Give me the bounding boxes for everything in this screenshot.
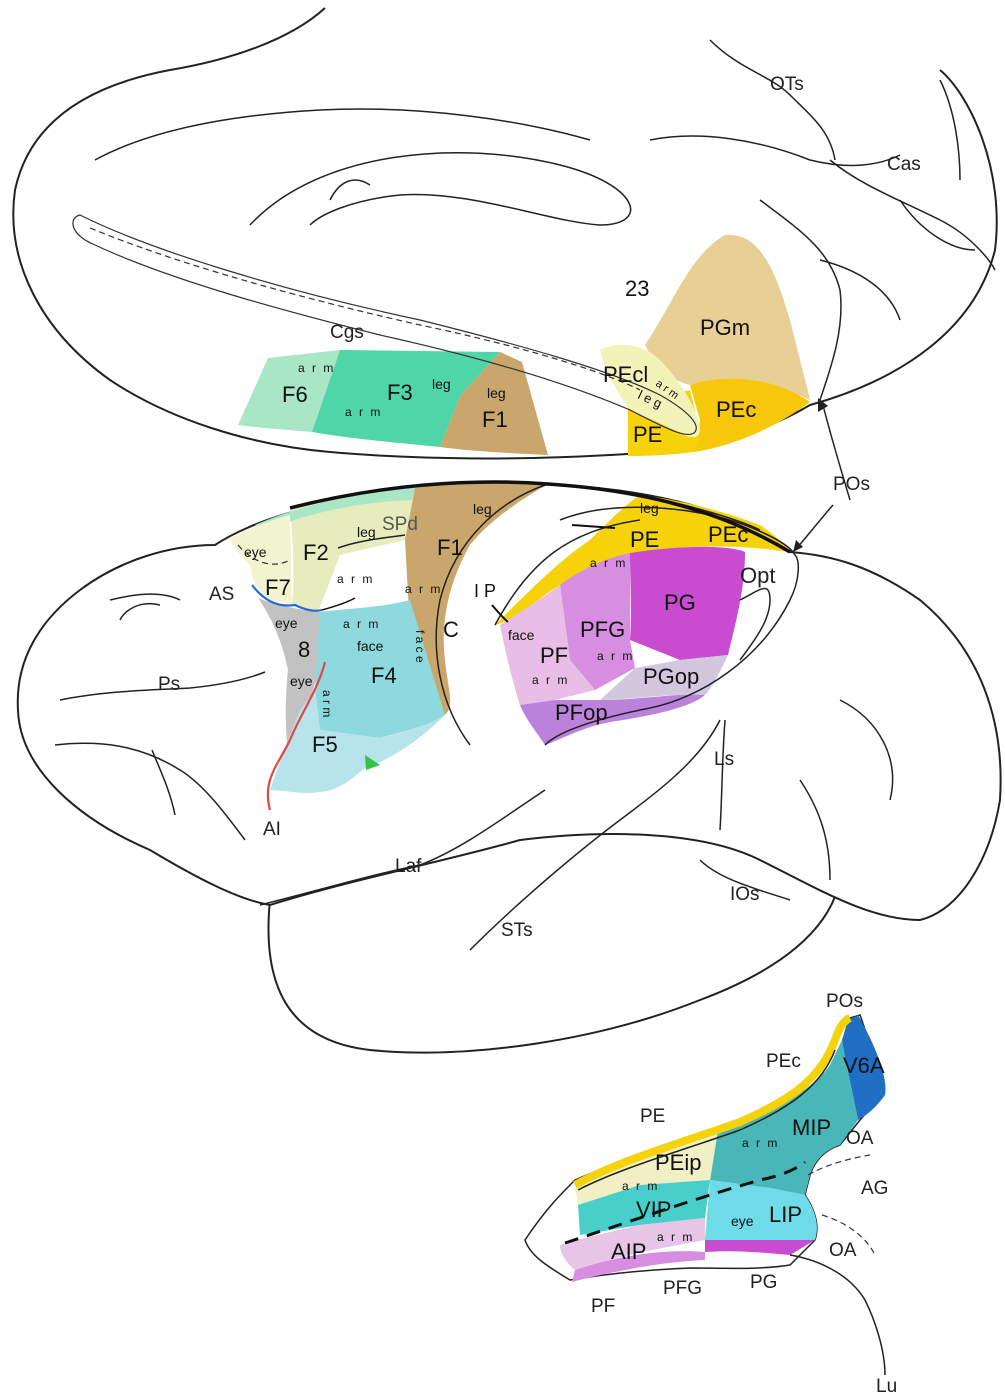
lateral-label-eye-top: eye bbox=[244, 544, 267, 560]
lateral-label-F2: F2 bbox=[303, 540, 329, 565]
medial-label-PEc: PEc bbox=[716, 397, 756, 422]
sulcus-label-AI: AI bbox=[263, 819, 281, 840]
lateral-label-PFop: PFop bbox=[555, 700, 608, 725]
medial-label-leg-F3: leg bbox=[432, 376, 451, 392]
lateral-label-F5: F5 bbox=[312, 732, 338, 757]
medial-label-F3: F3 bbox=[387, 380, 413, 405]
sulcus-label-Cas: Cas bbox=[887, 154, 921, 175]
inset-outer-OA1: OA bbox=[846, 1128, 874, 1149]
lateral-label-SPd: SPd bbox=[382, 514, 418, 535]
lateral-label-leg-F1: leg bbox=[473, 501, 492, 517]
lateral-label-arm-F4: a r m bbox=[343, 617, 380, 631]
inset-outer-Lu: Lu bbox=[876, 1376, 897, 1397]
inset-outer-PE: PE bbox=[640, 1106, 665, 1127]
medial-view: F6 F3 F1 a r m a r m leg leg 23 PGm PEcl… bbox=[13, 8, 996, 458]
sulcus-label-Cgs: Cgs bbox=[330, 322, 364, 343]
inset-label-AIP-arm: a r m bbox=[657, 1230, 694, 1244]
lateral-label-leg-F2: leg bbox=[357, 524, 376, 540]
inset-label-LIP: LIP bbox=[769, 1202, 802, 1227]
lateral-label-arm-F1: a r m bbox=[405, 582, 442, 596]
sulcus-label-Laf: Laf bbox=[395, 856, 422, 877]
sulcus-label-AS: AS bbox=[209, 584, 234, 605]
inset-outer-PG: PG bbox=[750, 1272, 777, 1293]
inset-outer-POs: POs bbox=[826, 991, 863, 1012]
lateral-label-F7: F7 bbox=[265, 575, 291, 600]
inset-outer-PFG: PFG bbox=[663, 1278, 702, 1299]
lateral-label-PG: PG bbox=[664, 590, 696, 615]
lateral-label-C: C bbox=[443, 617, 459, 642]
inset-outer-AG: AG bbox=[861, 1178, 888, 1199]
inset-label-PEip: PEip bbox=[655, 1150, 701, 1175]
medial-label-F6: F6 bbox=[282, 382, 308, 407]
lateral-label-PFG: PFG bbox=[580, 617, 625, 642]
lateral-label-eye-8a: eye bbox=[275, 615, 298, 631]
lateral-label-area-8: 8 bbox=[298, 637, 310, 662]
medial-label-PEcl: PEcl bbox=[603, 362, 648, 387]
lateral-view: eye F2 F7 leg SPd F1 leg a r m a r m eye… bbox=[18, 398, 1001, 1053]
lateral-label-PFG-arm: a r m bbox=[597, 649, 634, 663]
ips-inset: V6A MIP a r m PEip a r m VIP LIP eye AIP… bbox=[525, 991, 897, 1397]
lateral-label-face-vertical: f a c e bbox=[413, 630, 427, 663]
sulcus-label-Ls: Ls bbox=[714, 749, 734, 770]
lateral-label-PGop: PGop bbox=[643, 664, 699, 689]
lateral-label-Opt: Opt bbox=[740, 563, 775, 588]
medial-label-F1: F1 bbox=[482, 407, 508, 432]
lateral-label-eye-8b: eye bbox=[290, 673, 313, 689]
inset-lunate-line bbox=[790, 1255, 885, 1375]
medial-label-leg-F1: leg bbox=[487, 385, 506, 401]
lateral-label-PF: PF bbox=[540, 643, 568, 668]
sulcus-label-STs: STs bbox=[501, 920, 533, 941]
inset-label-MIP: MIP bbox=[792, 1115, 831, 1140]
medial-label-area-23: 23 bbox=[625, 276, 649, 301]
lateral-label-PF-arm: a r m bbox=[532, 673, 569, 687]
medial-label-arm-F3: a r m bbox=[345, 405, 382, 419]
medial-label-PE: PE bbox=[633, 422, 662, 447]
lateral-label-PE: PE bbox=[630, 527, 659, 552]
lateral-label-PEc: PEc bbox=[708, 522, 748, 547]
lateral-label-PF-face: face bbox=[508, 627, 535, 643]
sulcus-label-OTs: OTs bbox=[770, 74, 804, 95]
lateral-label-arm-F2: a r m bbox=[337, 572, 374, 586]
sulcus-label-Ps: Ps bbox=[158, 674, 180, 695]
medial-label-arm-F6: a r m bbox=[298, 361, 335, 375]
inset-outer-PF: PF bbox=[591, 1296, 615, 1317]
lateral-label-arm-vertical: a r m bbox=[320, 690, 334, 717]
lateral-label-PE-arm: a r m bbox=[590, 556, 627, 570]
sulcus-label-POs: POs bbox=[833, 474, 870, 495]
lateral-label-IP: I P bbox=[474, 581, 496, 601]
lateral-label-face-F4: face bbox=[357, 638, 384, 654]
lateral-label-F4: F4 bbox=[371, 663, 397, 688]
sulcus-label-IOs: IOs bbox=[730, 884, 760, 905]
inset-label-PEip-arm: a r m bbox=[622, 1179, 659, 1193]
inset-label-LIP-eye: eye bbox=[731, 1213, 754, 1229]
inset-outer-OA2: OA bbox=[829, 1240, 857, 1261]
inset-label-MIP-arm: a r m bbox=[742, 1136, 779, 1150]
inset-label-V6A: V6A bbox=[843, 1053, 885, 1078]
inset-label-VIP: VIP bbox=[636, 1197, 671, 1222]
inset-outer-PEc: PEc bbox=[766, 1051, 801, 1072]
POs-arrow-down bbox=[797, 505, 833, 548]
medial-label-PGm: PGm bbox=[700, 315, 750, 340]
lateral-label-PE-leg: leg bbox=[640, 500, 659, 516]
inset-label-AIP: AIP bbox=[611, 1239, 646, 1264]
lateral-label-F1: F1 bbox=[437, 535, 463, 560]
